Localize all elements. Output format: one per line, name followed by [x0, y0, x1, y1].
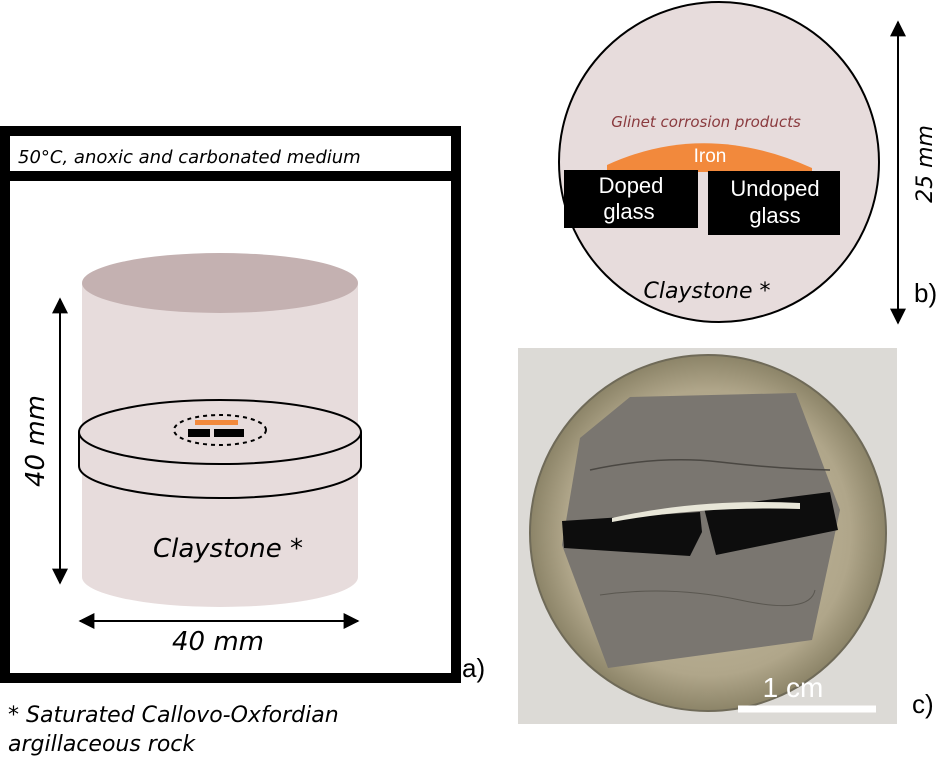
width-label: 40 mm — [172, 627, 264, 657]
undoped-glass-line2: glass — [749, 203, 800, 228]
footnote-line1: * Saturated Callovo-Oxfordian — [8, 703, 339, 728]
iron-label: Iron — [694, 146, 727, 167]
diameter-label: 25 mm — [913, 125, 938, 203]
panel-b: Glinet corrosion products Iron Doped gla… — [558, 1, 938, 325]
doped-glass-line2: glass — [603, 199, 654, 224]
claystone-label-a: Claystone * — [153, 534, 303, 564]
panel-b-letter: b) — [914, 278, 937, 308]
panel-a-outer-frame — [0, 126, 461, 683]
panel-a-letter: a) — [462, 653, 485, 683]
panel-a-header: 50°C, anoxic and carbonated medium — [18, 147, 361, 168]
panel-a: 50°C, anoxic and carbonated medium 40 mm… — [0, 126, 485, 757]
height-label: 40 mm — [21, 395, 51, 487]
undoped-glass-line1: Undoped — [730, 176, 819, 201]
doped-glass-block — [564, 170, 698, 228]
panel-c: 1 cm c) — [518, 348, 934, 724]
sample-crack-2 — [599, 589, 816, 607]
doped-glass-line1: Doped — [599, 173, 664, 198]
claystone-label-b: Claystone * — [644, 279, 771, 304]
iron-gap-photo — [612, 502, 800, 522]
panel-c-letter: c) — [912, 689, 934, 719]
glass-bar-left — [562, 512, 702, 556]
footnote-line2: argillaceous rock — [8, 732, 196, 757]
corrosion-label: Glinet corrosion products — [611, 113, 801, 131]
iron-strip-small — [195, 420, 238, 425]
sample-outline-dashed — [173, 414, 267, 446]
scale-label: 1 cm — [763, 672, 824, 703]
sample-crack-1 — [589, 459, 831, 471]
cylinder-top — [82, 253, 358, 313]
iron-layer — [607, 143, 812, 172]
undoped-glass-block — [708, 171, 840, 235]
undoped-glass-small — [214, 429, 244, 437]
doped-glass-small — [188, 429, 210, 437]
